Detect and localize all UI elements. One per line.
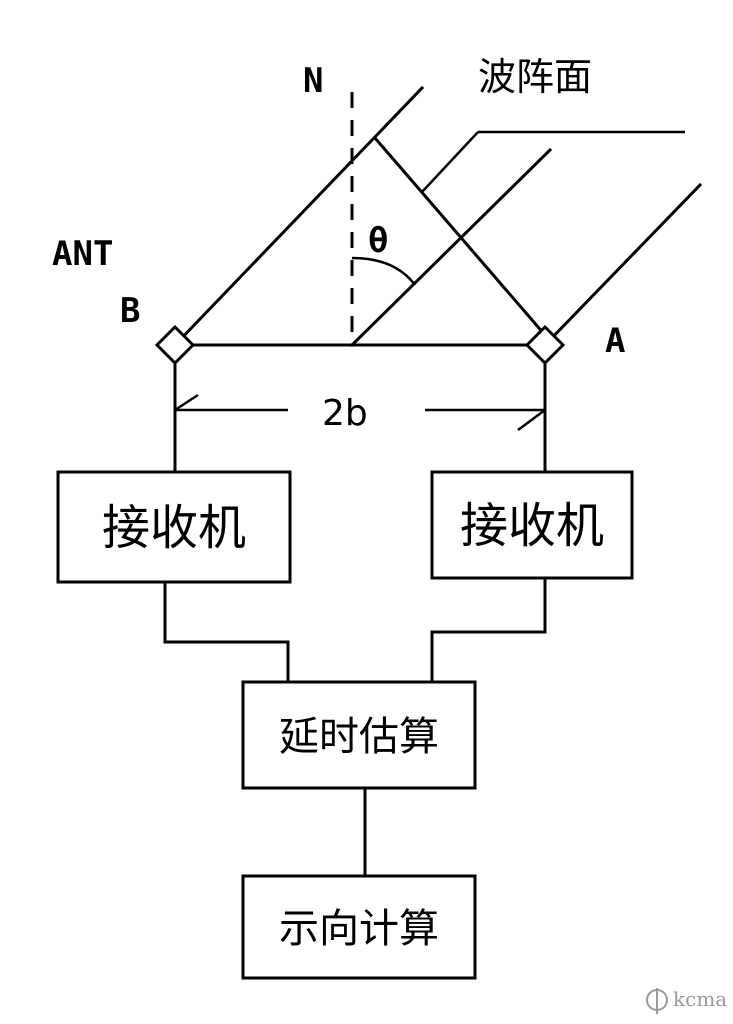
receiver-right-box	[430, 470, 634, 580]
wavefront-line	[372, 135, 548, 338]
wavefront-pointer-line	[421, 131, 479, 193]
receiver-right-label: 接收机	[460, 498, 604, 554]
delay-estimation-box	[241, 680, 477, 790]
direction-calc-box	[241, 874, 477, 980]
antenna-label: ANT	[52, 234, 113, 274]
direction-calc-label: 示向计算	[279, 906, 439, 952]
receiver-left-label: 接收机	[102, 500, 246, 556]
connector-left	[163, 580, 290, 684]
baseline-label: 2b	[322, 393, 368, 434]
dimension-arrow-right	[517, 408, 546, 432]
dimension-arrow-left	[174, 393, 199, 412]
north-label: N	[303, 61, 323, 101]
ray-to-a	[542, 182, 703, 348]
watermark-text: kcma	[673, 987, 727, 1011]
ray-to-center	[349, 147, 553, 348]
watermark-logo-icon	[646, 988, 668, 1014]
delay-estimation-label: 延时估算	[279, 714, 439, 760]
angle-arc	[351, 256, 417, 286]
antenna-b-label: B	[120, 291, 140, 331]
connector-right	[430, 576, 547, 684]
antenna-a-label: A	[605, 321, 625, 361]
ray-to-b	[172, 85, 425, 348]
angle-label: θ	[368, 221, 388, 261]
receiver-left-box	[56, 470, 292, 584]
wavefront-label: 波阵面	[478, 55, 592, 99]
